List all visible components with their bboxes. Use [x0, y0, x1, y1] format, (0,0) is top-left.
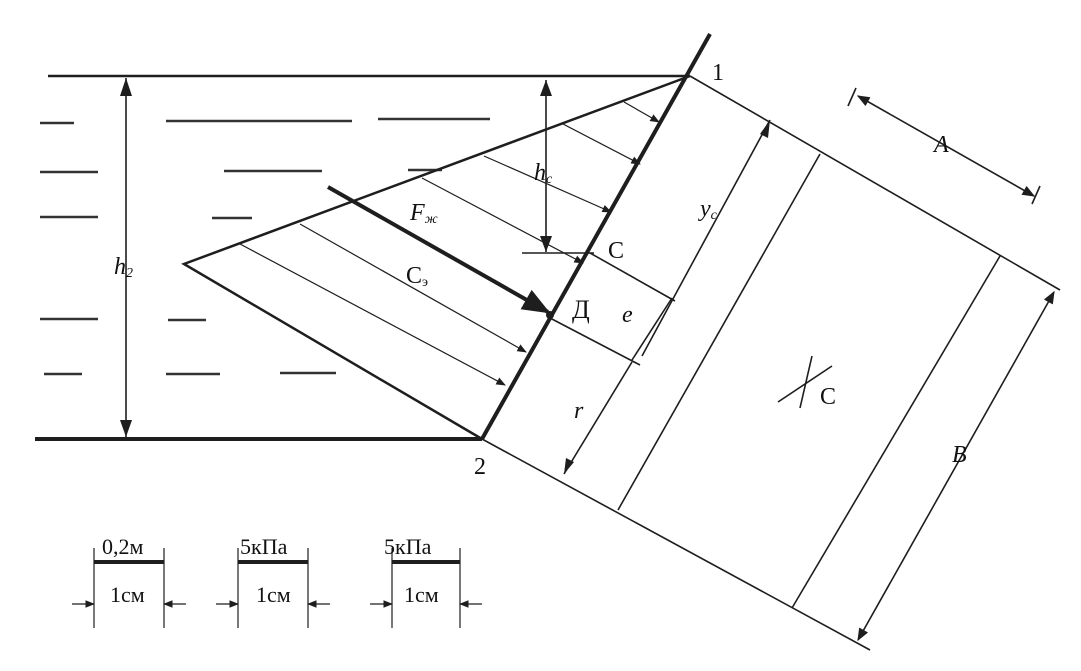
- b-dimension-line: [857, 290, 1055, 642]
- e-dimension-line: [631, 297, 673, 361]
- yc-label: yc: [698, 196, 718, 223]
- force-c-label: Cэ: [406, 263, 428, 290]
- scale-bar-pressure-1: 5кПа 1см: [216, 534, 330, 628]
- r-dimension-line: [563, 361, 633, 475]
- h2-label: h2: [114, 254, 133, 281]
- plate-c-label: С: [820, 384, 836, 410]
- center-c-label: С: [608, 238, 624, 264]
- scale-bar-3-top: 5кПа: [384, 534, 432, 559]
- scale-bar-2-top: 5кПа: [240, 534, 288, 559]
- point-1-label: 1: [712, 60, 724, 86]
- scale-bar-1-top: 0,2м: [102, 534, 144, 559]
- pressure-vectors: [239, 101, 660, 386]
- plate-right-edge: [791, 255, 1001, 609]
- r-label: r: [574, 398, 584, 424]
- a-label: A: [932, 132, 949, 158]
- pressure-diagram-outline: [181, 74, 691, 441]
- a-dimension-line: [856, 95, 1036, 197]
- pressure-center-label: Д: [572, 295, 590, 324]
- plate-axis-c2: [777, 365, 833, 403]
- scale-bar-pressure-2: 5кПа 1см: [370, 534, 482, 628]
- b-label: B: [952, 442, 967, 468]
- e-label: e: [622, 302, 633, 328]
- point-2-label: 2: [474, 454, 486, 480]
- water-hatching: [40, 117, 490, 376]
- plate-axis-c: [799, 355, 813, 409]
- inclined-wall: [480, 33, 712, 440]
- scale-bar-length: 0,2м 1см: [72, 534, 186, 628]
- scale-bar-1-bottom: 1см: [110, 582, 145, 607]
- a-extension-right: [1031, 185, 1041, 205]
- force-label: Fж: [409, 200, 438, 227]
- scale-bar-3-bottom: 1см: [404, 582, 439, 607]
- resultant-force-arrow: [327, 185, 551, 314]
- scale-bar-2-bottom: 1см: [256, 582, 291, 607]
- a-extension-left: [847, 87, 857, 107]
- yc-dimension-line: [641, 119, 771, 357]
- plate-left-edge: [617, 153, 821, 511]
- pressure-center-point: [546, 311, 554, 319]
- hc-label: hc: [534, 160, 553, 187]
